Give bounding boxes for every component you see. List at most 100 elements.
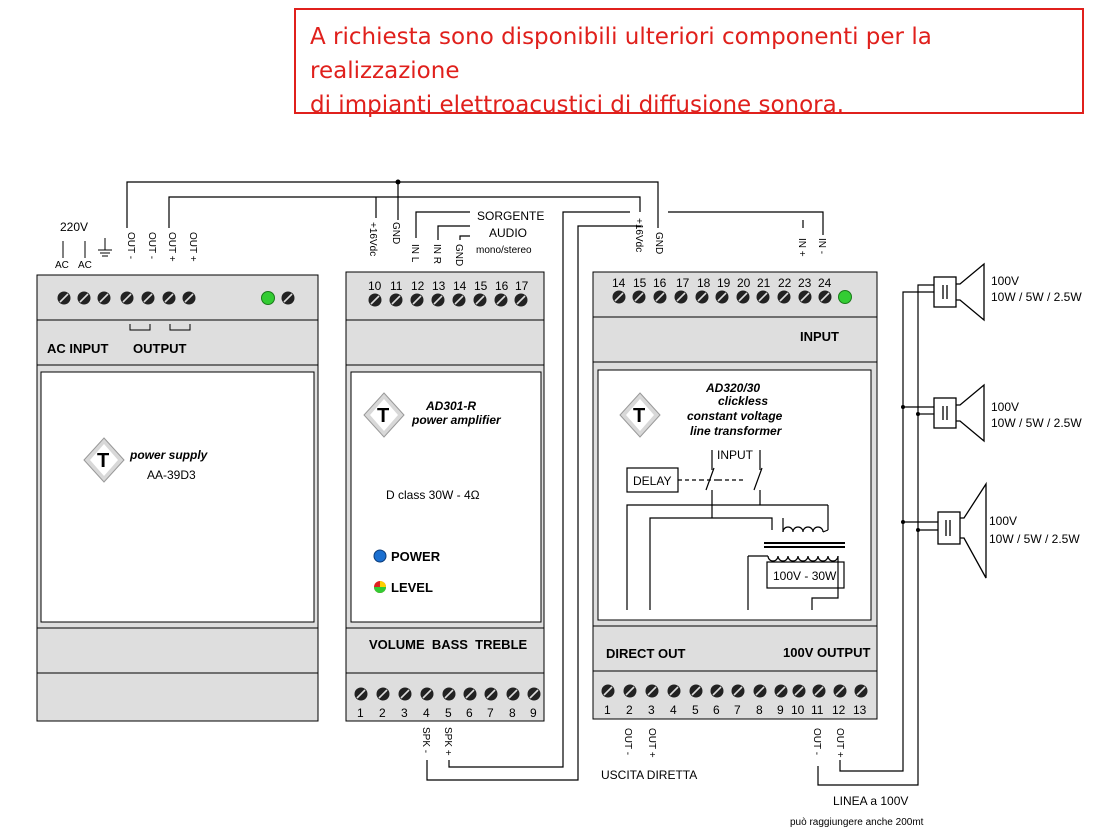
horn-speaker-icon bbox=[933, 262, 985, 322]
tr-bottom-numbers: 1 2 3 4 5 6 7 8 9 10 11 12 13 bbox=[604, 703, 867, 717]
tr-input-label: INPUT bbox=[800, 329, 839, 344]
power-supply-module: 220V AC AC OUT - OUT - OUT + OUT + AC IN… bbox=[36, 220, 319, 722]
svg-text:17: 17 bbox=[515, 279, 529, 293]
svg-text:17: 17 bbox=[676, 276, 690, 290]
tr-model: AD320/30 bbox=[705, 381, 760, 395]
ps-220v-label: 220V bbox=[60, 220, 88, 234]
level-led bbox=[374, 581, 386, 593]
svg-text:14: 14 bbox=[612, 276, 626, 290]
direct-out-label: DIRECT OUT bbox=[606, 646, 686, 661]
amp-model: AD301-R bbox=[425, 399, 476, 413]
amp-in-l-label: IN L bbox=[409, 244, 420, 263]
power-led bbox=[373, 549, 387, 563]
tr-line4: line transformer bbox=[690, 424, 783, 438]
speaker-1-power: 10W / 5W / 2.5W bbox=[991, 290, 1082, 304]
amplifier-module: +16Vdc GND IN L IN R GND SORGENTE AUDIO … bbox=[345, 209, 545, 756]
amp-top-numbers: 10 11 12 13 14 15 16 17 bbox=[368, 279, 529, 293]
svg-text:5: 5 bbox=[445, 706, 452, 720]
svg-text:2: 2 bbox=[379, 706, 386, 720]
wire-spk-plus bbox=[448, 211, 630, 768]
svg-text:9: 9 bbox=[530, 706, 537, 720]
amp-power-label: POWER bbox=[391, 549, 441, 564]
ps-out-minus-2: OUT - bbox=[146, 232, 157, 259]
svg-text:9: 9 bbox=[777, 703, 784, 717]
source-label-1: SORGENTE bbox=[477, 209, 544, 223]
notice-line-2: di impianti elettroacustici di diffusion… bbox=[310, 92, 845, 118]
tr-in-plus-label: IN + bbox=[796, 238, 807, 257]
svg-text:24: 24 bbox=[818, 276, 832, 290]
wires bbox=[126, 181, 938, 786]
tr-in-minus-label: IN - bbox=[816, 238, 827, 254]
svg-text:11: 11 bbox=[811, 703, 824, 717]
delay-label: DELAY bbox=[633, 474, 671, 488]
wire-ps-out-minus bbox=[126, 181, 659, 228]
tr-16v-label: +16Vdc bbox=[633, 218, 644, 252]
ps-model: AA-39D3 bbox=[147, 468, 196, 482]
brand-logo-icon: T bbox=[363, 392, 405, 438]
ground-icon bbox=[98, 238, 112, 257]
ps-title: power supply bbox=[129, 448, 209, 462]
svg-text:15: 15 bbox=[633, 276, 647, 290]
schematic-input-label: INPUT bbox=[717, 448, 754, 462]
amp-gnd2-label: GND bbox=[453, 244, 464, 266]
svg-text:2: 2 bbox=[626, 703, 633, 717]
notice-box: A richiesta sono disponibili ulteriori c… bbox=[294, 8, 1084, 118]
trafo-label: 100V - 30W bbox=[773, 569, 837, 583]
notice-line-1: A richiesta sono disponibili ulteriori c… bbox=[310, 24, 932, 84]
amp-bottom-terminals bbox=[353, 686, 542, 702]
svg-text:6: 6 bbox=[713, 703, 720, 717]
svg-text:T: T bbox=[633, 405, 645, 427]
svg-text:11: 11 bbox=[390, 279, 403, 293]
amp-gnd-label: GND bbox=[390, 222, 401, 244]
linea-label: LINEA a 100V bbox=[833, 794, 908, 808]
speaker-2-power: 10W / 5W / 2.5W bbox=[991, 416, 1082, 430]
svg-text:4: 4 bbox=[670, 703, 677, 717]
svg-text:22: 22 bbox=[778, 276, 792, 290]
svg-text:6: 6 bbox=[466, 706, 473, 720]
svg-text:4: 4 bbox=[423, 706, 430, 720]
direct-out-minus: OUT - bbox=[622, 728, 633, 755]
tr-gnd-label: GND bbox=[653, 232, 664, 254]
wire-ps-out-plus bbox=[168, 196, 641, 228]
amp-spk-minus: SPK - bbox=[420, 727, 431, 753]
svg-text:8: 8 bbox=[509, 706, 516, 720]
speaker-1-voltage: 100V bbox=[991, 274, 1019, 288]
svg-text:T: T bbox=[97, 450, 109, 472]
amp-in-r-label: IN R bbox=[431, 244, 442, 264]
wire-spk-minus bbox=[426, 225, 641, 781]
svg-text:T: T bbox=[377, 405, 389, 427]
wire-in-plus bbox=[668, 211, 824, 235]
svg-text:13: 13 bbox=[853, 703, 867, 717]
svg-text:5: 5 bbox=[692, 703, 699, 717]
svg-text:7: 7 bbox=[487, 706, 494, 720]
svg-text:12: 12 bbox=[411, 279, 425, 293]
line-out-minus: OUT - bbox=[811, 728, 822, 755]
svg-text:10: 10 bbox=[791, 703, 805, 717]
wire-gnd-src bbox=[459, 235, 470, 240]
amp-16v-label: +16Vdc bbox=[367, 222, 378, 256]
svg-text:19: 19 bbox=[717, 276, 731, 290]
cone-speaker-icon bbox=[937, 481, 987, 579]
svg-text:16: 16 bbox=[495, 279, 509, 293]
tr-led-green bbox=[838, 290, 852, 304]
svg-text:1: 1 bbox=[604, 703, 611, 717]
tr-line2: clickless bbox=[718, 394, 768, 408]
tr-line3: constant voltage bbox=[687, 409, 783, 423]
svg-text:12: 12 bbox=[832, 703, 846, 717]
svg-text:3: 3 bbox=[648, 703, 655, 717]
speaker-3: 100V 10W / 5W / 2.5W bbox=[937, 481, 1080, 579]
ps-led-green bbox=[261, 291, 275, 305]
ps-out-minus-1: OUT - bbox=[125, 232, 136, 259]
wire-line-minus bbox=[817, 284, 934, 786]
tr-top-numbers: 14 15 16 17 18 19 20 21 22 23 24 bbox=[612, 276, 832, 290]
amp-spk-plus: SPK + bbox=[442, 727, 453, 756]
source-label-3: mono/stereo bbox=[476, 245, 532, 256]
ps-ac1-label: AC bbox=[55, 260, 69, 271]
speaker-1: 100V 10W / 5W / 2.5W bbox=[933, 262, 1082, 322]
ps-ac-input-label: AC INPUT bbox=[47, 341, 108, 356]
svg-text:16: 16 bbox=[653, 276, 667, 290]
linea-note: può raggiungere anche 200mt bbox=[790, 817, 924, 828]
speaker-3-voltage: 100V bbox=[989, 514, 1017, 528]
brand-logo-icon: T bbox=[619, 392, 661, 438]
ps-out-plus-1: OUT + bbox=[166, 232, 177, 262]
